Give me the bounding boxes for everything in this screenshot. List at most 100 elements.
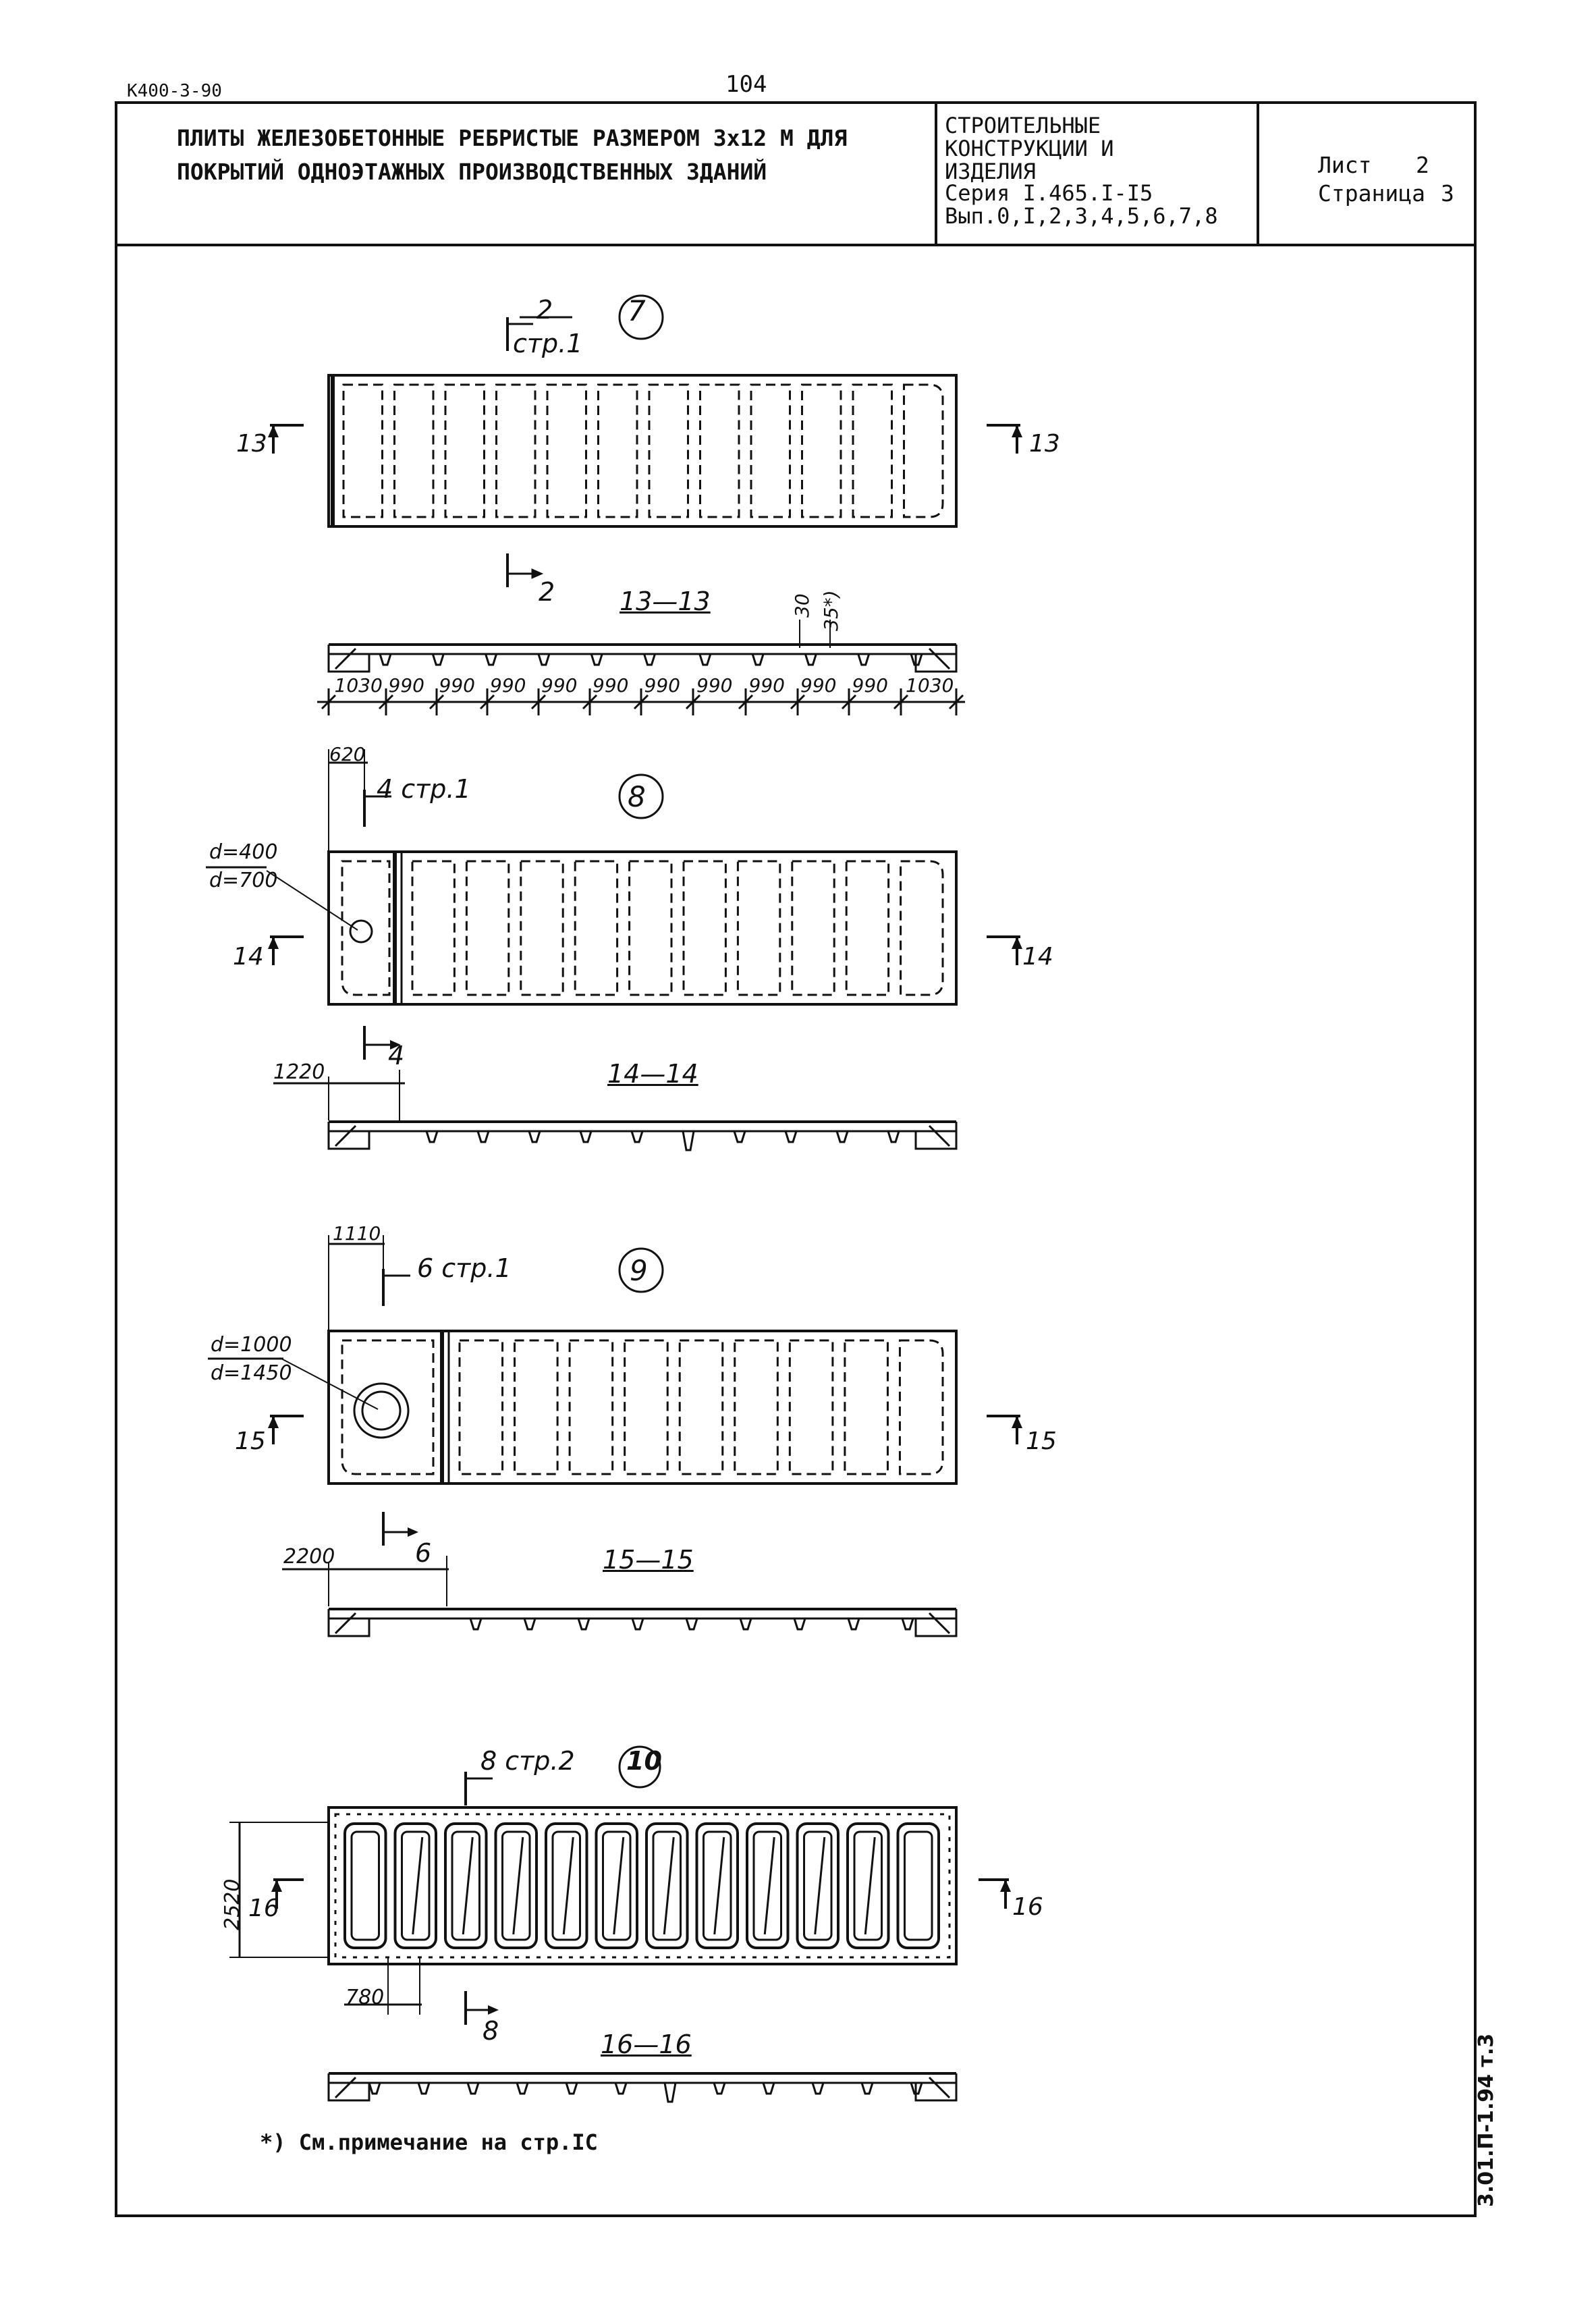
plate-7-dim-label: 990 [696,674,733,697]
plate-10-section-end-left [327,2073,370,2102]
plate-7-section-hatch-right [928,647,951,670]
plate-10-section-bottom-num: 8 [483,2016,499,2046]
plate-7-dim-slash [479,694,495,710]
plate-9-section-rib [631,1618,644,1631]
plate-10-section-rib [368,2082,381,2095]
sheet-value: 2 [1416,152,1429,178]
plate-7-cell [750,383,791,518]
plate-10-cell-diag [562,1836,574,1935]
plate-10-cell-inner [401,1830,431,1941]
plate-10-cell [444,1822,488,1949]
plate-10-cell-diag [763,1836,775,1935]
plate-10-cell-inner [703,1830,732,1941]
title-line-1: ПЛИТЫ ЖЕЛЕЗОБЕТОННЫЕ РЕБРИСТЫЕ РАЗМЕРОМ … [177,125,848,151]
plate-10-section-rib [417,2082,431,2095]
plate-8-section-end-left [327,1122,370,1150]
plate-8-section-end-right [914,1122,958,1150]
plate-7-dim-slash [738,694,754,710]
plate-7-dim-slash [530,694,547,710]
plate-9-section-bottom-num: 6 [415,1538,432,1568]
plate-8-cell [465,860,510,996]
plate-9-section-rib [523,1618,536,1631]
plate-10-cut-bot-head [488,2005,499,2015]
plate-10-cell [343,1822,387,1949]
plate-10-cell-diag [864,1836,876,1935]
page-number: 104 [725,71,767,98]
plate-7-section-rib [643,653,656,666]
plate-7-marker-circle [618,294,664,340]
plate-8-side-left: 14 [233,943,264,971]
plate-7-cell [546,383,587,518]
plate-9-cell [458,1339,504,1475]
plate-10-cell [645,1822,689,1949]
plate-10-outline [327,1806,958,1965]
plate-8-cell [845,860,890,996]
plate-10-cell-diag [814,1836,826,1935]
plate-10-side-right: 16 [1012,1893,1043,1921]
plate-7-section-end-left [327,645,370,673]
issues: Вып.0,I,2,3,4,5,6,7,8 [945,203,1218,229]
plate-7-side-r-head [1012,425,1022,437]
plate-9-hole-d2: d=1450 [211,1361,292,1385]
plate-10-cell-inner [904,1830,933,1941]
plate-10-cell [595,1822,638,1949]
plate-9-side-left: 15 [235,1427,266,1455]
plate-9-cell [844,1339,889,1475]
plate-8-section-rib [733,1131,746,1143]
plate-8-cell [574,860,619,996]
plate-8-cell [628,860,673,996]
plate-9-hole-d1: d=1000 [211,1333,292,1357]
plate-8-hole-leader [266,870,358,931]
title-block [115,101,1477,246]
plate-7-dim-slash [378,694,394,710]
sheet-label: Лист [1318,152,1372,178]
plate-7-cut-bot-head [531,568,544,579]
plate-7-dim-label: 990 [593,674,629,697]
plate-9-side-r-head [1012,1416,1022,1428]
plate-7-cell [648,383,689,518]
plate-7-marker: 7 [628,294,646,327]
plate-8-section-rib [887,1131,900,1143]
plate-8-section-rib [682,1131,695,1151]
plate-7-section-rib [379,653,392,666]
plate-8-marker: 8 [628,780,646,813]
plate-7-section-rib [698,653,712,666]
plate-10-section-rib [910,2082,923,2095]
plate-7-section-rib [485,653,498,666]
plate-9-hole-inner [361,1390,402,1431]
plate-10-cell [896,1822,940,1949]
plate-7-section-rib [910,653,923,666]
plate-10-side-left: 16 [248,1895,279,1922]
plate-9-outline [327,1330,958,1485]
plate-7-section-rib [537,653,551,666]
plate-10-section-ref: 8 стр.2 [480,1746,575,1776]
plate-9-section-rib [577,1618,590,1631]
page-label: Страница [1318,180,1425,207]
plate-8-cell [791,860,835,996]
plate-9-section-rib [739,1618,752,1631]
plate-8-section-bottom-num: 4 [388,1041,405,1070]
plate-7-cell [801,383,842,518]
plate-9-cell [568,1339,614,1475]
title-line-2: ПОКРЫТИЙ ОДНОЭТАЖНЫХ ПРОИЗВОДСТВЕННЫХ ЗД… [177,159,767,185]
plate-9-section-title: 15—15 [603,1545,694,1575]
plate-10-dim-height: 2520 [221,1878,244,1930]
category-line-1: СТРОИТЕЛЬНЫЕ [945,113,1101,138]
plate-7-group [268,294,1022,715]
plate-10-cell [494,1822,538,1949]
plate-10-group [229,1745,1011,2103]
plate-9-group [208,1235,1022,1637]
plate-8-marker-circle [618,773,664,819]
plate-8-section-rib [579,1131,593,1143]
plate-8-cell [411,860,456,996]
plate-10-section-rib [811,2082,825,2095]
plate-10-side-r-head [1000,1880,1011,1892]
footnote: *) См.примечание на стр.IС [260,2129,598,2155]
plate-8-section-rib [476,1131,490,1143]
plate-9-marker: 9 [630,1254,648,1287]
plate-10-marker: 10 [626,1746,662,1776]
plate-9-hole-outer [353,1382,410,1439]
plate-7-dim-slash [633,694,649,710]
plate-10-cell-inner [652,1830,682,1941]
plate-9-hole-leader [279,1357,379,1410]
